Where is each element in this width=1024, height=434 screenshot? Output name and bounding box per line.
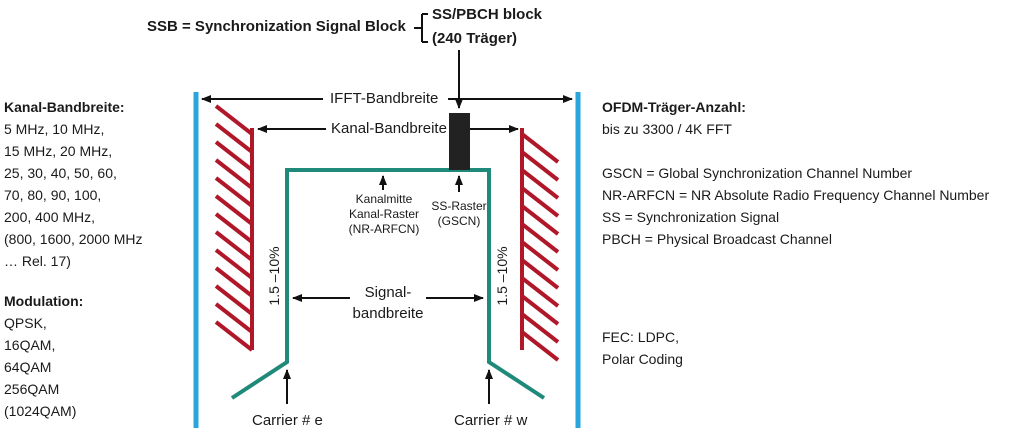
bandwidth-line: bandbreite <box>352 305 424 322</box>
modulation-line: 16QAM, <box>4 337 56 353</box>
ss-raster-label: SS-Raster (GSCN) <box>428 199 490 229</box>
gscn-line: (GSCN) <box>437 214 481 228</box>
modulation-line: 64QAM <box>4 359 52 375</box>
signal-bandwidth-label: Signal- bandbreite <box>350 282 426 324</box>
definition-ss: SS = Synchronization Signal <box>602 209 780 225</box>
ssb-block <box>449 113 470 170</box>
channel-center-line: Kanalmitte <box>355 192 413 206</box>
bandwidth-line: 15 MHz, 20 MHz, <box>4 143 113 159</box>
guard-hatch-right <box>520 128 560 362</box>
signal-line: Signal- <box>364 284 412 301</box>
ssb-bracket <box>414 13 428 43</box>
guard-band-right-label: 1.5 –10% <box>494 246 510 306</box>
fec-line: FEC: LDPC, <box>602 329 680 345</box>
modulation-line: 256QAM <box>4 381 60 397</box>
bandwidth-line: 70, 80, 90, 100, <box>4 187 102 203</box>
channel-center-label: Kanalmitte Kanal-Raster (NR-ARFCN) <box>338 192 430 237</box>
guard-band-left-label: 1.5 –10% <box>266 246 282 306</box>
ss-raster-line: SS-Raster <box>431 199 487 213</box>
ssb-definition: SSB = Synchronization Signal Block <box>147 18 406 35</box>
ifft-bandwidth-label: IFFT-Bandbreite <box>328 88 441 110</box>
bandwidth-line: 5 MHz, 10 MHz, <box>4 121 105 137</box>
bandwidth-line: (800, 1600, 2000 MHz <box>4 231 143 247</box>
ofdm-title: OFDM-Träger-Anzahl: <box>602 99 746 115</box>
signal-spectrum <box>230 168 546 400</box>
nr-arfcn-line: (NR-ARFCN) <box>348 222 420 236</box>
definition-pbch: PBCH = Physical Broadcast Channel <box>602 231 832 247</box>
definition-nr-arfcn: NR-ARFCN = NR Absolute Radio Frequency C… <box>602 187 990 203</box>
modulation-title: Modulation: <box>4 293 84 309</box>
definition-gscn: GSCN = Global Synchronization Channel Nu… <box>602 165 913 181</box>
carrier-w-label: Carrier # w <box>454 412 528 429</box>
carrier-e-label: Carrier # e <box>252 412 323 429</box>
bandwidth-line: … Rel. 17) <box>4 253 71 269</box>
ssb-block-carriers: (240 Träger) <box>432 30 518 47</box>
modulation-line: QPSK, <box>4 315 47 331</box>
channel-bandwidth-label: Kanal-Bandbreite <box>329 118 449 140</box>
bandwidth-line: 25, 30, 40, 50, 60, <box>4 165 117 181</box>
bandwidth-line: 200, 400 MHz, <box>4 209 96 225</box>
fec-coding: Polar Coding <box>602 351 683 367</box>
ssb-block-title: SS/PBCH block <box>432 6 543 23</box>
modulation-line: (1024QAM) <box>4 403 77 419</box>
bandwidth-title: Kanal-Bandbreite: <box>4 99 125 115</box>
guard-hatch-left <box>214 104 254 352</box>
ofdm-value: bis zu 3300 / 4K FFT <box>602 121 732 137</box>
channel-raster-line: Kanal-Raster <box>348 207 420 221</box>
